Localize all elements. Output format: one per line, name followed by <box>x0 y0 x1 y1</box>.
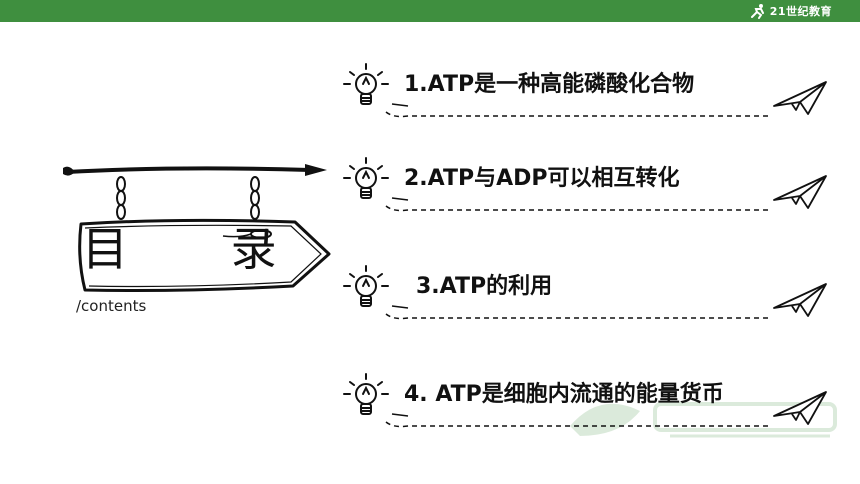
logo-text: 21世纪教育 <box>769 5 832 18</box>
toc-item-2[interactable]: 2.ATP与ADP可以相互转化 <box>338 154 828 224</box>
paper-plane-icon <box>773 391 827 425</box>
hanging-sign-icon <box>63 164 331 292</box>
toc-item-1[interactable]: 1.ATP是一种高能磷酸化合物 <box>338 60 828 130</box>
toc-item-label: 4. ATP是细胞内流通的能量货币 <box>404 382 724 407</box>
runner-logo-icon <box>750 4 764 19</box>
toc-item-label: 2.ATP与ADP可以相互转化 <box>404 166 680 191</box>
light-bulb-icon <box>343 157 389 199</box>
toc-item-4[interactable]: 4. ATP是细胞内流通的能量货币 <box>338 370 828 440</box>
top-header-bar: 21世纪教育 <box>0 0 860 22</box>
dashed-guide-line <box>385 413 768 428</box>
light-bulb-icon <box>343 373 389 415</box>
light-bulb-icon <box>343 63 389 105</box>
toc-item-label: 1.ATP是一种高能磷酸化合物 <box>404 72 695 97</box>
paper-plane-icon <box>773 81 827 115</box>
toc-subtitle: /contents <box>76 297 147 315</box>
brand-logo: 21世纪教育 <box>749 2 832 20</box>
dashed-guide-line <box>385 103 768 118</box>
dashed-guide-line <box>385 305 768 320</box>
toc-item-3[interactable]: 3.ATP的利用 <box>338 262 828 332</box>
light-bulb-icon <box>343 265 389 307</box>
paper-plane-icon <box>773 283 827 317</box>
paper-plane-icon <box>773 175 827 209</box>
toc-item-label: 3.ATP的利用 <box>416 274 553 299</box>
dashed-guide-line <box>385 197 768 212</box>
toc-title: 目 录 <box>82 222 321 276</box>
